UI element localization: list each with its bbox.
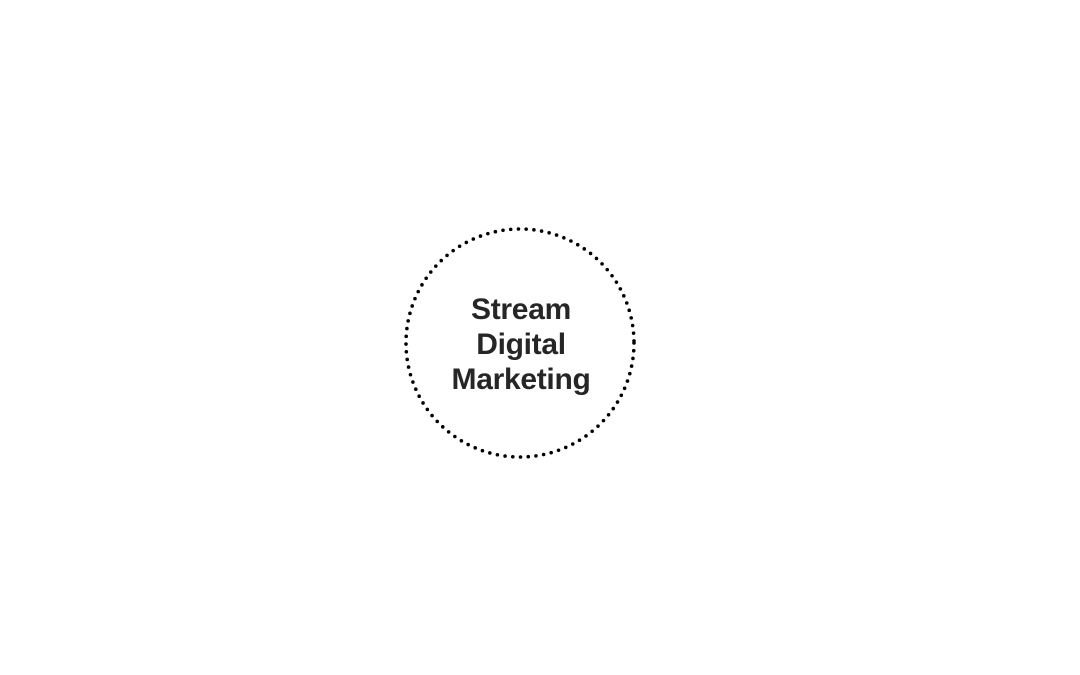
dotted-ring bbox=[404, 227, 636, 459]
logo-line-3: Marketing bbox=[451, 363, 591, 396]
logo-text: Stream Digital Marketing bbox=[402, 225, 640, 463]
logo-line-1: Stream bbox=[471, 293, 571, 326]
stream-digital-marketing-logo[interactable]: Stream Digital Marketing bbox=[402, 225, 640, 463]
logo-line-2: Digital bbox=[476, 328, 566, 361]
